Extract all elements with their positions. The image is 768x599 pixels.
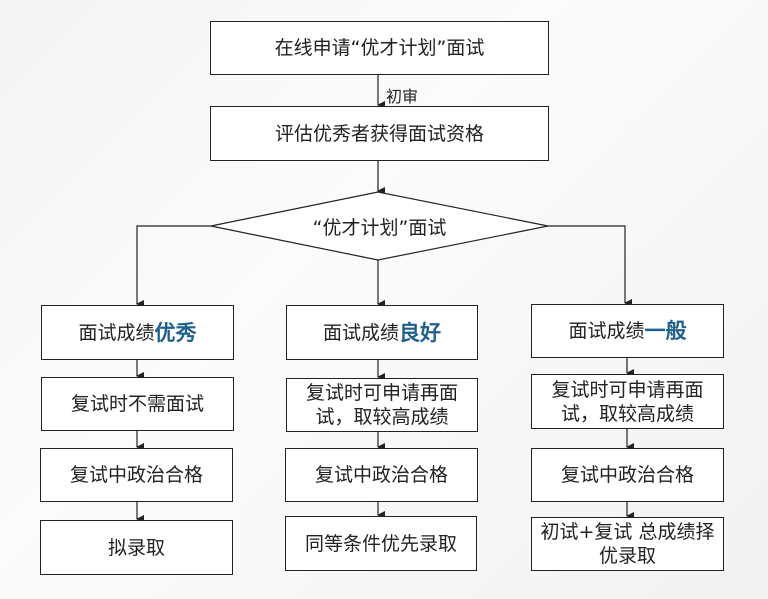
grade-prefix: 面试成绩 <box>322 321 399 344</box>
col3-step-1: 复试时可申请再面试，取较高成绩 <box>531 374 724 429</box>
step-evaluate: 评估优秀者获得面试资格 <box>210 106 549 161</box>
col1-step-2: 复试中政治合格 <box>40 448 233 502</box>
col1-step-1: 复试时不需面试 <box>41 377 234 431</box>
grade-value: 一般 <box>644 319 687 343</box>
grade-value: 优秀 <box>154 320 197 345</box>
step-text: 评估优秀者获得面试资格 <box>274 122 484 145</box>
grade-value: 良好 <box>399 320 441 345</box>
grade-prefix: 面试成绩 <box>78 321 155 344</box>
step-text: 在线申请“优才计划”面试 <box>274 37 485 59</box>
col3-step-3: 初试+复试 总成绩择优录取 <box>531 517 724 571</box>
grade-average-box: 面试成绩一般 <box>531 304 724 358</box>
col2-step-3: 同等条件优先录取 <box>285 516 477 571</box>
grade-excellent-box: 面试成绩优秀 <box>41 305 234 360</box>
col2-step-1: 复试时可申请再面试，取较高成绩 <box>286 378 478 432</box>
col3-step-2: 复试中政治合格 <box>531 448 724 502</box>
decision-label: “优才计划”面试 <box>312 217 447 239</box>
edge-label-initial-review: 初审 <box>386 87 419 106</box>
step-apply-online: 在线申请“优才计划”面试 <box>210 21 549 75</box>
grade-good-box: 面试成绩良好 <box>286 305 478 360</box>
grade-prefix: 面试成绩 <box>568 320 645 342</box>
col1-step-3: 拟录取 <box>40 520 233 575</box>
col2-step-2: 复试中政治合格 <box>285 448 478 502</box>
